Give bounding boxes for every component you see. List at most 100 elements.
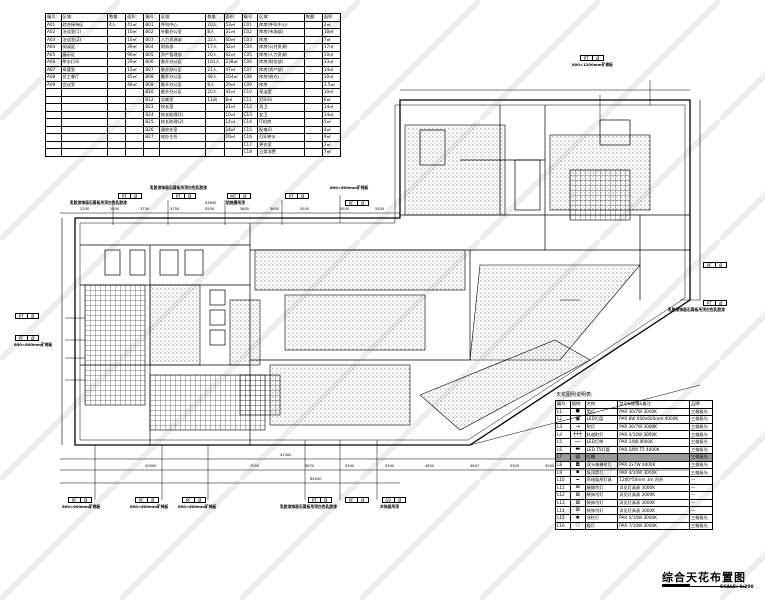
table-header-row: 编号:区域:数量:面积:编号:区域:数量:面积:编号:区域:数量:面积:	[45, 13, 342, 22]
table-cell: 图例:	[569, 400, 586, 409]
table-cell	[223, 148, 243, 157]
table-cell: 敞开办公区	[158, 58, 207, 67]
table-cell: B07	[143, 65, 160, 74]
table-cell: 8人	[205, 80, 225, 89]
table-cell	[45, 140, 62, 149]
table-cell: 综合接待区	[60, 20, 109, 29]
table-cell: 编号:	[241, 13, 259, 22]
table-cell: PAR 30/7W 3000K	[617, 407, 691, 417]
table-cell: 2㎡	[321, 140, 342, 149]
table-cell: 8㎡	[223, 95, 243, 104]
table-cell: C03	[241, 35, 259, 44]
table-cell: 装饰吊灯	[584, 491, 619, 500]
table-cell: A06	[45, 58, 62, 67]
table-cell	[60, 140, 109, 149]
table-cell: 区域:	[60, 13, 109, 22]
table-cell	[303, 140, 323, 149]
dim-top-9: 5540	[375, 207, 385, 211]
table-cell	[107, 110, 127, 119]
dim-top-8: 5500	[340, 207, 350, 211]
table-cell: 更衣室	[257, 140, 305, 149]
table-cell: L6	[555, 445, 571, 455]
table-cell: L7	[555, 453, 571, 462]
table-cell	[107, 50, 127, 59]
table-cell: 射灯	[584, 422, 619, 432]
table-cell: 47㎡	[223, 65, 243, 74]
table-cell	[45, 125, 62, 134]
table-cell	[107, 118, 127, 127]
table-cell: 型号&规格&备注:	[617, 400, 691, 409]
interior-walls	[80, 105, 690, 445]
table-cell	[303, 20, 323, 29]
table-cell: A04	[45, 43, 62, 52]
table-cell: 三雄极光	[689, 521, 713, 531]
table-cell: L13	[555, 498, 571, 508]
table-cell: 编号:	[143, 13, 160, 22]
table-cell: 洽谈室(2)	[60, 35, 109, 44]
legend-title: 天花图例说明表:	[556, 392, 593, 398]
table-cell: B25	[143, 118, 160, 127]
table-cell: L4	[555, 430, 571, 439]
table-cell: 装饰吊灯	[584, 506, 619, 515]
building-outline	[74, 99, 691, 446]
legend-symbol-icon: ⇥	[569, 422, 586, 432]
table-cell: 29㎡	[223, 80, 243, 89]
table-cell: 员工餐厅	[60, 73, 109, 82]
table-cell: 库房	[257, 80, 305, 89]
dim-bottom-4: 5340	[385, 464, 395, 468]
table-cell: L15	[555, 513, 571, 523]
table-cell: C07	[241, 65, 259, 74]
dim-bottom-7: 5300	[510, 464, 520, 468]
table-cell: 238㎡	[223, 58, 243, 67]
table-cell: 茶水打印	[60, 58, 109, 67]
table-cell: 数量:	[107, 13, 127, 22]
table-cell	[107, 35, 127, 44]
table-cell: 三雄极光	[689, 453, 713, 462]
table-cell	[45, 88, 62, 97]
table-cell: B09	[143, 80, 160, 89]
grid-ceiling-zones	[84, 169, 631, 431]
table-cell: 6㎡	[321, 95, 342, 104]
table-cell: B24	[143, 110, 160, 119]
table-cell	[223, 140, 243, 149]
table-cell	[107, 28, 127, 37]
table-cell: 详见灯具表 3000K	[617, 483, 691, 493]
table-cell: 详见灯具表 3000K	[617, 506, 691, 515]
callout-note: 600×600mm矿棉板	[14, 342, 53, 347]
dim-top-0: 2200	[80, 207, 90, 211]
table-cell: 10㎡	[321, 28, 342, 37]
table-cell: 阅读区	[60, 43, 109, 52]
table-cell: 52㎡	[223, 43, 243, 52]
table-cell: 库房(市场部)	[257, 28, 305, 37]
table-cell: L12	[555, 491, 571, 500]
dim-bottom-3: 5340	[345, 464, 355, 468]
table-cell: 17人	[205, 43, 225, 52]
table-cell: 库房(校办)	[257, 73, 305, 82]
table-cell: 配电间	[257, 125, 305, 134]
table-cell	[125, 110, 145, 119]
table-cell	[60, 118, 109, 127]
table-cell: 48人	[205, 73, 225, 82]
table-cell: —	[689, 498, 713, 508]
table-cell: 校长助理(1)	[158, 110, 207, 119]
table-cell	[303, 35, 323, 44]
table-cell	[143, 148, 160, 157]
table-cell	[60, 125, 109, 134]
table-cell: 编号:	[45, 13, 62, 22]
